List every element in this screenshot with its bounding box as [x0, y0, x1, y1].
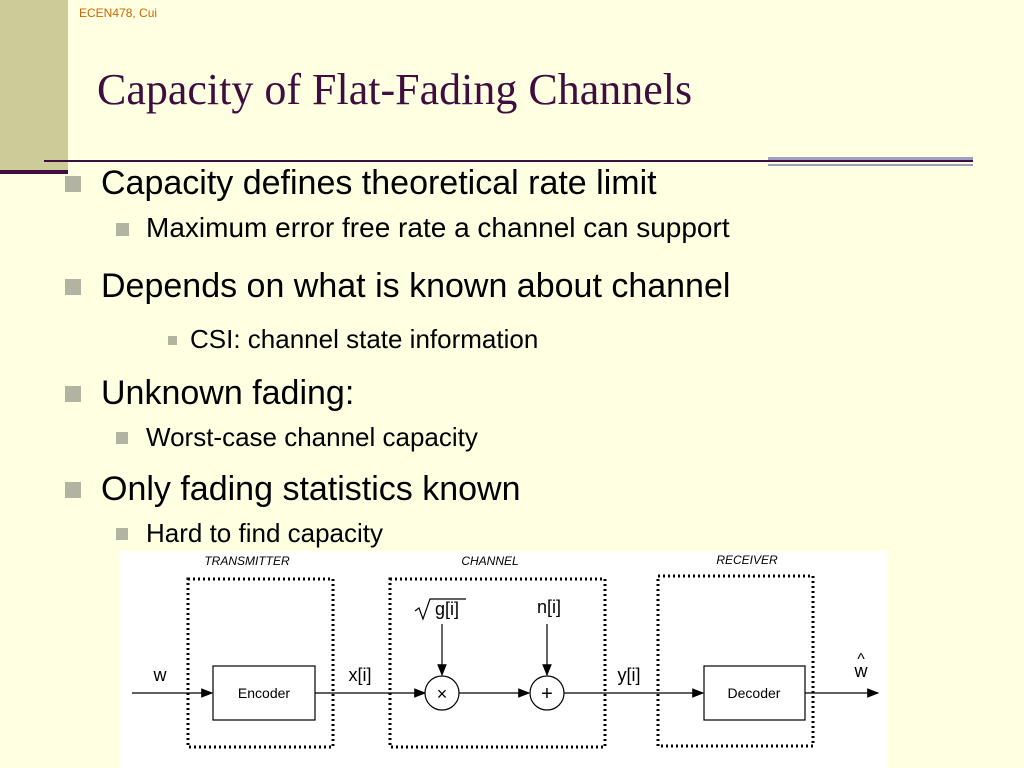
bullet-text: CSI: channel state information — [190, 324, 539, 354]
output-label: w — [854, 661, 869, 681]
bullet-level1: Depends on what is known about channel — [65, 267, 731, 306]
bullet-level2: Hard to find capacity — [116, 518, 384, 549]
bullet-marker — [168, 336, 177, 345]
bullet-marker — [116, 223, 129, 236]
bullet-text: Hard to find capacity — [146, 518, 384, 548]
noise-label: n[i] — [537, 597, 561, 617]
bullet-text: Only fading statistics known — [101, 470, 521, 508]
bullet-text: Worst-case channel capacity — [146, 422, 478, 452]
transmitter-box — [186, 577, 335, 749]
receiver-box — [656, 574, 815, 748]
x-signal-label: x[i] — [348, 665, 371, 685]
bullet-marker — [65, 176, 81, 192]
bullet-level3: CSI: channel state information — [168, 324, 539, 355]
channel-block-diagram: TRANSMITTER CHANNEL RECEIVER w Encoder x… — [120, 551, 887, 768]
bullet-text: Capacity defines theoretical rate limit — [101, 164, 657, 202]
receiver-label: RECEIVER — [716, 553, 778, 567]
transmitter-label: TRANSMITTER — [204, 554, 290, 568]
bullet-text: Depends on what is known about channel — [101, 267, 731, 305]
add-symbol: + — [541, 683, 553, 705]
bullet-level1: Only fading statistics known — [65, 470, 521, 509]
bullet-marker — [116, 432, 128, 444]
bullet-level1: Capacity defines theoretical rate limit — [65, 164, 657, 203]
title-rule-accent — [768, 157, 973, 161]
encoder-block — [212, 665, 316, 721]
bullet-text: Maximum error free rate a channel can su… — [146, 212, 730, 243]
channel-box — [388, 577, 607, 749]
bullet-marker — [65, 482, 81, 498]
left-rule — [0, 170, 68, 174]
title-rule — [44, 160, 973, 162]
encoder-label: Encoder — [238, 685, 290, 701]
decoder-label: Decoder — [728, 685, 781, 701]
course-label: ECEN478, Cui — [79, 6, 158, 20]
title-rule-accent-2 — [768, 164, 973, 166]
y-signal-label: y[i] — [617, 665, 640, 685]
input-label: w — [153, 665, 168, 685]
left-accent-bar — [0, 0, 68, 172]
channel-label: CHANNEL — [461, 554, 518, 568]
bullet-level1: Unknown fading: — [65, 374, 355, 413]
gain-label: g[i] — [435, 599, 459, 619]
bullet-text: Unknown fading: — [101, 374, 355, 412]
bullet-marker — [116, 528, 128, 540]
multiply-symbol: × — [437, 684, 448, 704]
output-hat: ^ — [857, 651, 865, 668]
sqrt-symbol — [414, 598, 466, 621]
bullet-level2: Maximum error free rate a channel can su… — [116, 212, 730, 244]
bullet-level2: Worst-case channel capacity — [116, 422, 478, 453]
bullet-marker — [65, 279, 81, 295]
bullet-marker — [65, 386, 81, 402]
slide-title: Capacity of Flat-Fading Channels — [97, 65, 693, 114]
